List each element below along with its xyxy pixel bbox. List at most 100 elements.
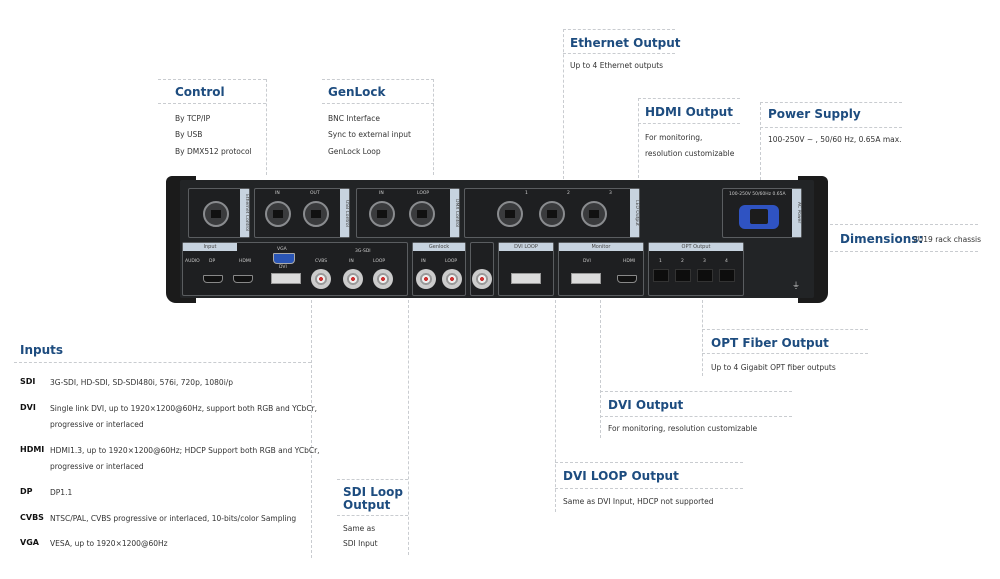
panel-label: USB Control <box>340 189 349 237</box>
genlock-line: GenLock Loop <box>328 147 381 156</box>
dvi-output-line: For monitoring, resolution customizable <box>608 424 758 433</box>
port-label: LOOP <box>445 259 458 264</box>
control-line: By DMX512 protocol <box>175 147 252 156</box>
opt-fiber-output-title: OPT Fiber Output <box>711 336 829 350</box>
genlock-in-bnc-icon <box>416 269 436 289</box>
divider <box>266 79 267 175</box>
dvi-output-title: DVI Output <box>608 398 684 412</box>
opt-port-icon <box>697 269 713 282</box>
divider <box>638 123 740 124</box>
hdmi-output-line: resolution customizable <box>645 149 735 158</box>
dmx-in-port-icon <box>369 201 395 227</box>
port-number: 2 <box>681 259 684 264</box>
input-key-vga: VGA <box>20 538 39 547</box>
dvi-port-icon <box>271 273 301 284</box>
divider <box>702 353 868 354</box>
panel-label: LED Output <box>630 189 639 237</box>
port-label: DVI <box>279 265 287 270</box>
opt-port-icon <box>719 269 735 282</box>
monitor-hdmi-port-icon <box>617 275 637 283</box>
genlock-line: Sync to external input <box>328 130 411 139</box>
input-key-hdmi: HDMI <box>20 445 45 454</box>
control-line: By TCP/IP <box>175 114 211 123</box>
port-number: 4 <box>725 259 728 264</box>
port-label: OUT <box>310 191 320 196</box>
port-number: 1 <box>525 191 528 196</box>
divider <box>555 462 743 463</box>
power-supply-title: Power Supply <box>768 107 861 121</box>
port-label: IN <box>421 259 426 264</box>
dvi-loop-output-title: DVI LOOP Output <box>563 469 679 483</box>
port-number: 3 <box>703 259 706 264</box>
panel-dmx-control: IN LOOP DMX Control <box>356 188 460 238</box>
port-label: IN <box>379 191 384 196</box>
inputs-title: Inputs <box>20 343 64 357</box>
cvbs-bnc-icon <box>311 269 331 289</box>
port-label: VGA <box>277 247 287 252</box>
panel-label: DVI LOOP <box>499 243 553 251</box>
hdmi-port-icon <box>233 275 253 283</box>
genlock-line: BNC Interface <box>328 114 380 123</box>
power-socket-icon <box>739 205 779 229</box>
port-number: 2 <box>567 191 570 196</box>
hdmi-output-title: HDMI Output <box>645 105 733 119</box>
divider <box>322 103 434 104</box>
divider <box>158 79 266 80</box>
port-label: LOOP <box>373 259 386 264</box>
genlock-title: GenLock <box>328 85 386 99</box>
input-desc: VESA, up to 1920×1200@60Hz <box>50 539 168 548</box>
input-key-sdi: SDI <box>20 377 36 386</box>
port-label: AUDIO <box>185 259 200 264</box>
divider <box>158 103 266 104</box>
sdi-loop-output-title: Output <box>343 498 391 512</box>
ethernet-output-port-icon <box>497 201 523 227</box>
panel-led-output: 1 2 3 LED Output <box>464 188 640 238</box>
dimensions-title: Dimensions: <box>840 232 924 246</box>
input-desc: progressive or interlaced <box>50 462 144 471</box>
usb-in-port-icon <box>265 201 291 227</box>
input-desc: NTSC/PAL, CVBS progressive or interlaced… <box>50 514 297 523</box>
input-desc: 3G-SDI, HD-SDI, SD-SDI480i, 576i, 720p, … <box>50 378 234 387</box>
panel-label: Monitor <box>559 243 643 251</box>
divider <box>555 488 743 489</box>
port-label: DP <box>209 259 216 264</box>
control-line: By USB <box>175 130 203 139</box>
opt-fiber-output-line: Up to 4 Gigabit OPT fiber outputs <box>711 363 836 372</box>
divider <box>600 391 792 392</box>
input-key-cvbs: CVBS <box>20 513 44 522</box>
vga-port-icon <box>273 253 295 264</box>
monitor-dvi-port-icon <box>571 273 601 284</box>
ethernet-output-port-icon <box>539 201 565 227</box>
port-label: IN <box>349 259 354 264</box>
divider <box>760 102 761 180</box>
panel-usb-control: IN OUT USB Control <box>254 188 350 238</box>
divider <box>760 102 902 103</box>
divider <box>760 127 902 128</box>
port-number: 1 <box>659 259 662 264</box>
divider <box>408 300 409 555</box>
panel-genlock-loop <box>470 242 494 296</box>
divider <box>563 53 675 54</box>
port-label: CVBS <box>315 259 328 264</box>
panel-led-output-4 <box>635 188 661 238</box>
port-label: DVI <box>583 259 591 264</box>
divider <box>563 29 675 30</box>
input-desc: DP1.1 <box>50 488 73 497</box>
input-desc: progressive or interlaced <box>50 420 144 429</box>
input-desc: HDMI1.3, up to 1920×1200@60Hz; HDCP Supp… <box>50 446 320 455</box>
divider <box>322 79 434 80</box>
opt-port-icon <box>653 269 669 282</box>
divider <box>311 300 312 558</box>
panel-ac-power: 100-250V 50/60Hz 0.65A AC Power <box>722 188 802 238</box>
divider <box>702 300 703 376</box>
port-label: HDMI <box>239 259 252 264</box>
divider <box>337 515 408 516</box>
ethernet-port-icon <box>203 201 229 227</box>
divider <box>830 251 978 252</box>
hdmi-output-line: For monitoring, <box>645 133 703 142</box>
panel-label: DMX Control <box>450 189 459 237</box>
usb-out-port-icon <box>303 201 329 227</box>
loop-bnc-icon <box>472 269 492 289</box>
panel-label: OPT Output <box>649 243 743 251</box>
dvi-loop-output-line: Same as DVI Input, HDCP not supported <box>563 497 714 506</box>
